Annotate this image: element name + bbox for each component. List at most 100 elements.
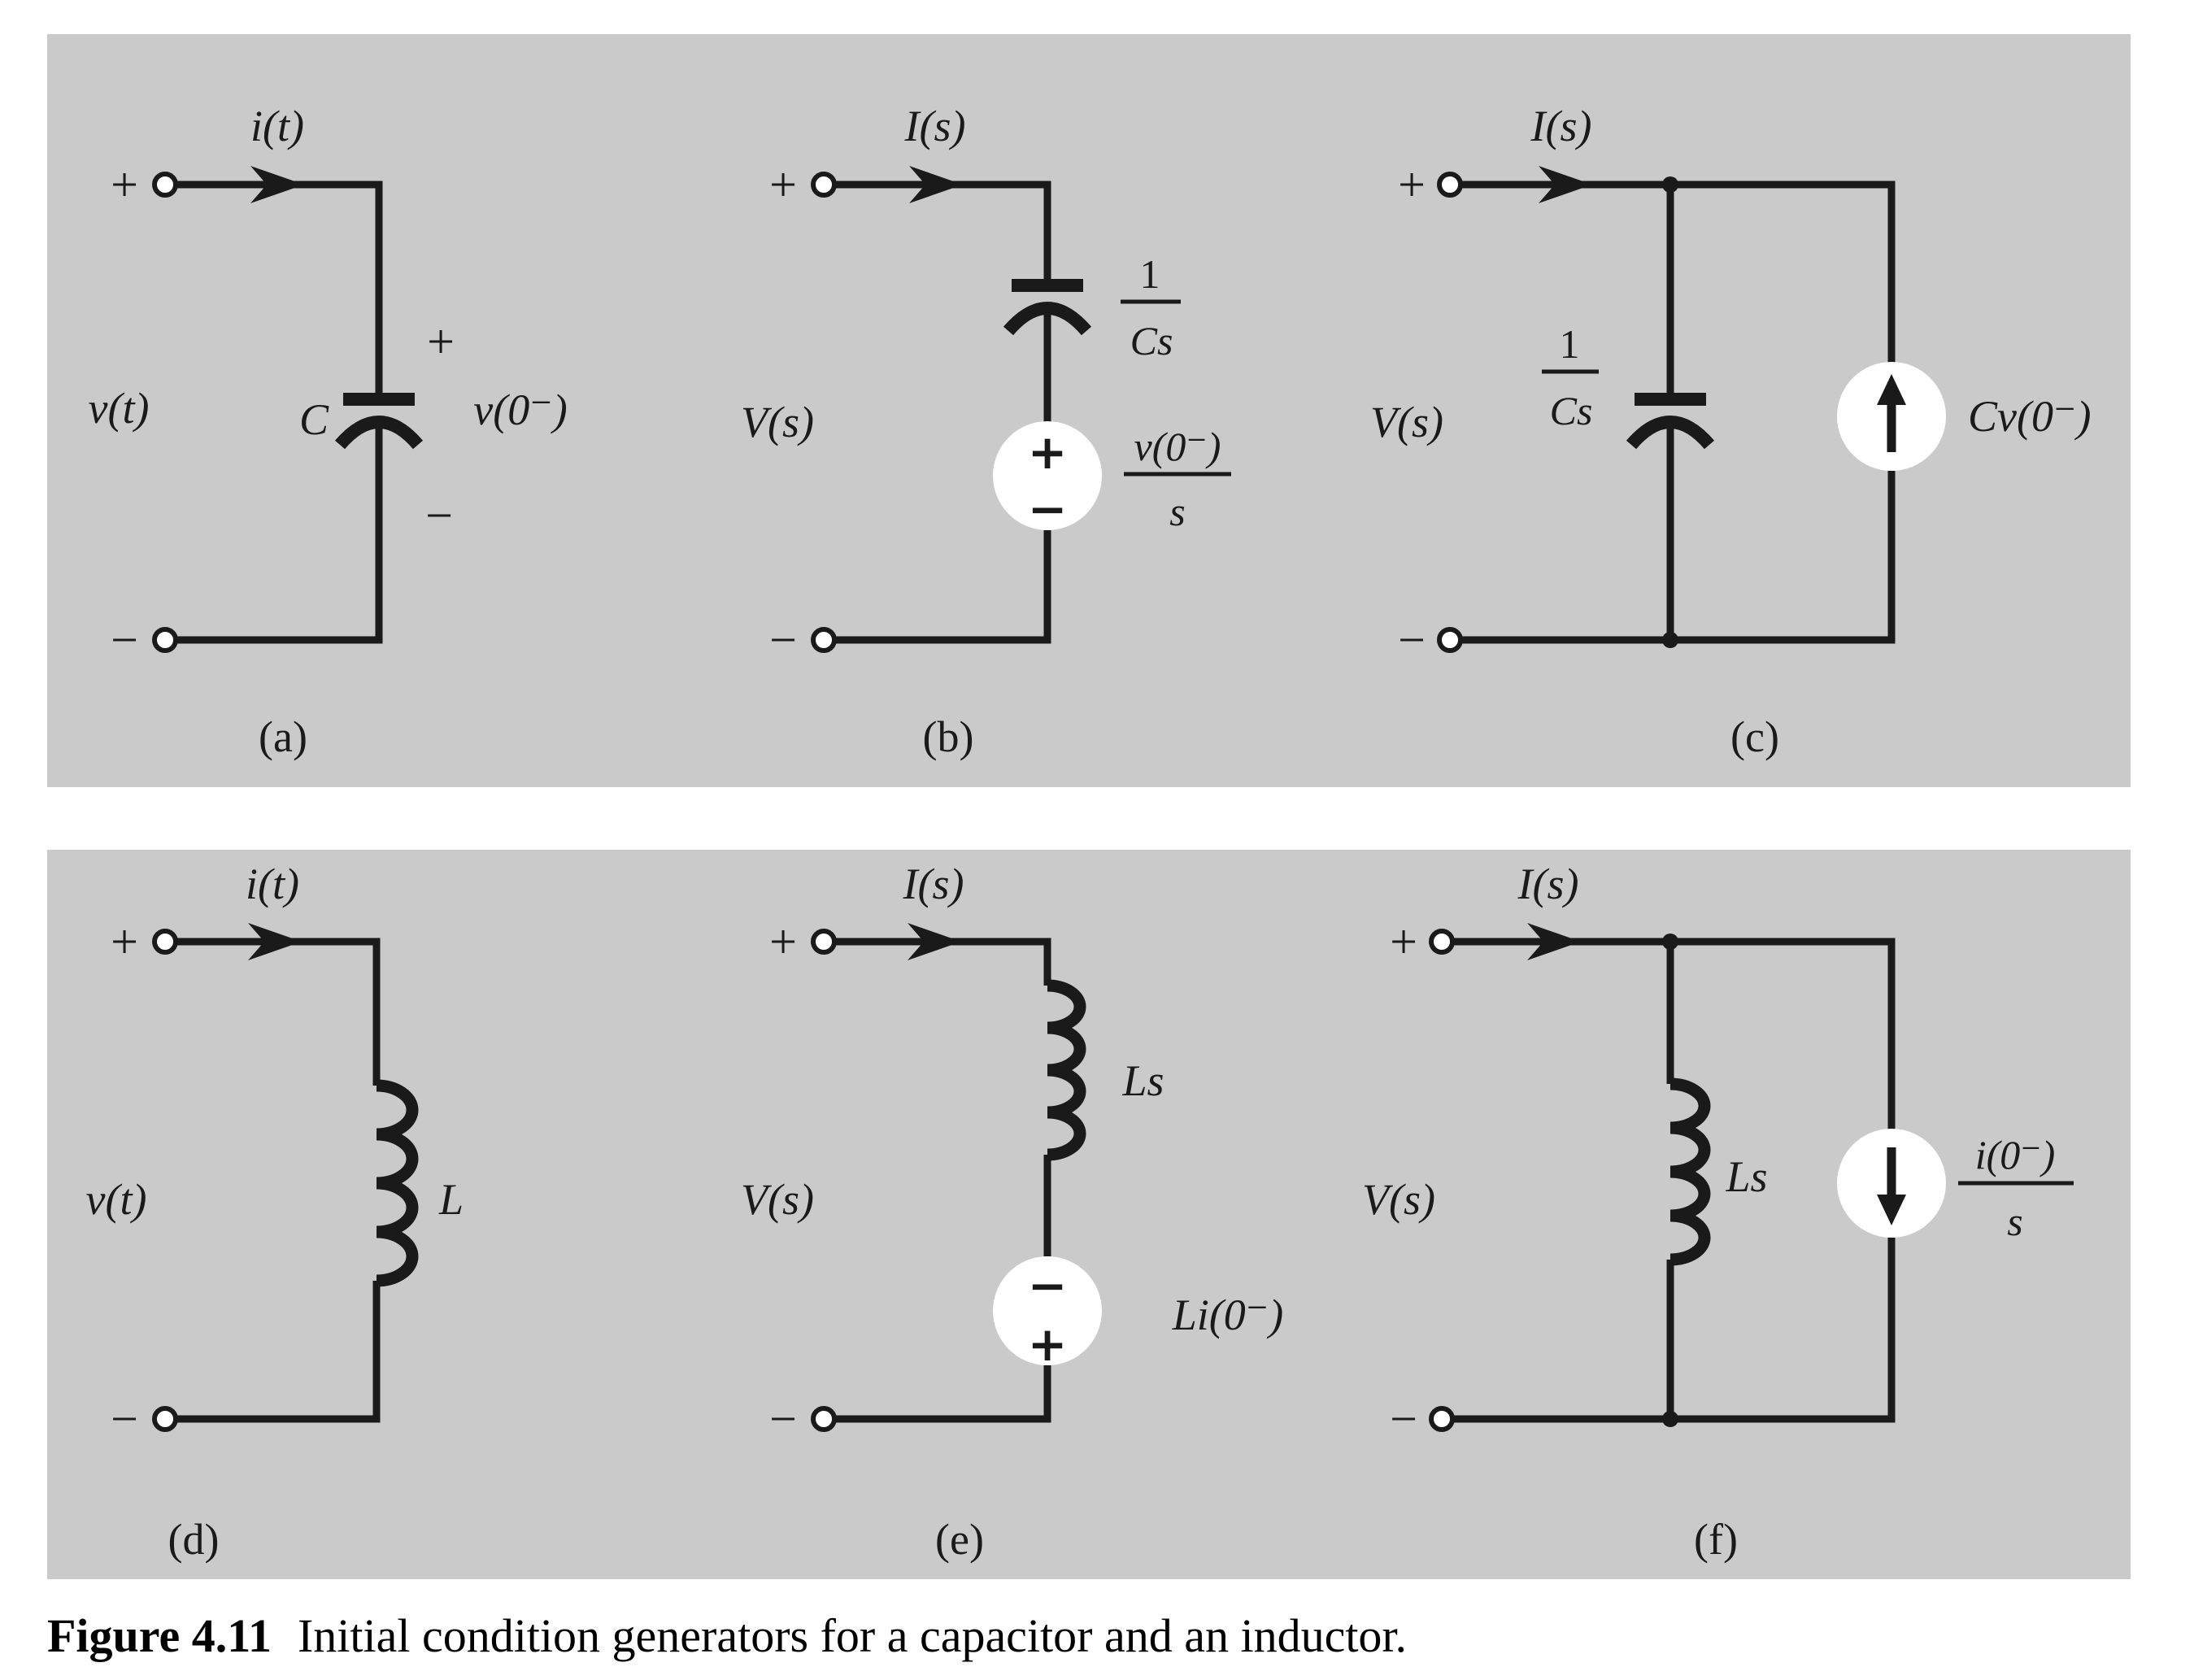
minus-sign: − — [1398, 613, 1426, 667]
current-arrow-icon — [250, 166, 304, 203]
terminal-icon — [811, 627, 837, 653]
circuit-e: − + I(s) + − V(s) Ls Li(0⁻) (e) — [741, 860, 1283, 1564]
current-label: I(s) — [903, 860, 964, 908]
subfigure-tag: (f) — [1694, 1515, 1738, 1564]
source-minus-sign: − — [1028, 1258, 1068, 1313]
current-source-arrow-icon — [1877, 374, 1906, 405]
terminal-icon — [152, 929, 178, 955]
component-label: C — [299, 395, 329, 444]
minus-sign: − — [769, 1392, 797, 1446]
inductor-panel-canvas: i(t) + − v(t) L (d) − + I(s) + − V(s) Ls… — [86, 860, 2074, 1564]
terminal-icon — [811, 1406, 837, 1432]
source-plus-sign: + — [1028, 1317, 1068, 1372]
voltage-label: v(t) — [89, 384, 150, 433]
voltage-label: V(s) — [741, 398, 814, 446]
current-label: i(t) — [246, 860, 299, 908]
terminal-icon — [1437, 627, 1463, 653]
component-label: Ls — [1121, 1056, 1164, 1105]
current-arrow-icon — [248, 923, 302, 960]
wire — [176, 181, 383, 394]
plus-sign: + — [769, 915, 797, 968]
wire — [1452, 938, 1896, 1129]
current-label: I(s) — [1517, 860, 1579, 908]
wire — [1452, 1238, 1896, 1423]
source-denominator: s — [2007, 1199, 2022, 1244]
current-label: I(s) — [904, 102, 966, 150]
current-source-arrow-icon — [1877, 1195, 1906, 1225]
voltage-source-icon — [993, 1256, 1102, 1365]
voltage-label: V(s) — [1370, 398, 1443, 446]
source-minus-sign: − — [1028, 481, 1068, 537]
junction-dot — [1662, 1411, 1678, 1427]
wire — [1460, 471, 1896, 644]
circuit-b: + − 1 Cs v(0⁻) s I(s) + − V(s) (b) — [741, 102, 1231, 761]
inductor-icon — [1669, 1077, 1711, 1266]
inductor-icon — [376, 1079, 419, 1287]
impedance-denominator: Cs — [1550, 388, 1593, 433]
wire — [176, 938, 381, 1086]
plus-sign: + — [111, 915, 138, 968]
subfigure-tag: (d) — [168, 1515, 220, 1564]
impedance-denominator: Cs — [1130, 318, 1173, 363]
voltage-source-icon — [993, 421, 1102, 530]
circuit-a: i(t) + − v(t) C + v(0⁻) − (a) — [89, 102, 568, 761]
inductor-icon — [1047, 979, 1086, 1161]
plus-sign: + — [1398, 158, 1426, 211]
current-arrow-icon — [1539, 166, 1592, 203]
component-label: Ls — [1725, 1152, 1767, 1201]
circuit-c: 1 Cs I(s) + − V(s) Cv(0⁻) (c) — [1370, 102, 2091, 761]
terminal-icon — [152, 1406, 178, 1432]
circuit-f: I(s) + − V(s) Ls i(0⁻) s (f) — [1362, 860, 2074, 1564]
minus-sign: − — [111, 613, 138, 667]
wire — [834, 938, 1051, 986]
wire — [176, 423, 383, 644]
capacitor-panel: i(t) + − v(t) C + v(0⁻) − (a) + − 1 Cs v… — [47, 34, 2131, 787]
capacitor-icon — [1003, 302, 1092, 336]
source-value-label: Li(0⁻) — [1172, 1290, 1284, 1339]
terminal-icon — [1429, 929, 1455, 955]
wire — [176, 1281, 381, 1423]
terminal-icon — [811, 172, 837, 198]
minus-sign: − — [1390, 1392, 1417, 1446]
terminal-icon — [1437, 172, 1463, 198]
subfigure-tag: (e) — [935, 1515, 984, 1564]
capacitor-icon — [1626, 416, 1715, 450]
voltage-label: v(t) — [86, 1175, 147, 1224]
impedance-numerator: 1 — [1560, 321, 1580, 367]
minus-sign: − — [111, 1392, 138, 1446]
minus-sign: − — [769, 613, 797, 667]
source-value-label: Cv(0⁻) — [1968, 392, 2091, 441]
terminal-icon — [1429, 1406, 1455, 1432]
impedance-numerator: 1 — [1140, 251, 1160, 297]
voltage-label: V(s) — [741, 1175, 814, 1224]
subfigure-tag: (c) — [1730, 712, 1779, 761]
terminal-icon — [152, 627, 178, 653]
subfigure-tag: (a) — [259, 712, 307, 761]
circuit-d: i(t) + − v(t) L (d) — [86, 860, 464, 1564]
current-arrow-icon — [908, 923, 961, 960]
terminal-icon — [811, 929, 837, 955]
wire — [834, 530, 1051, 644]
wire — [834, 181, 1051, 280]
current-arrow-icon — [909, 166, 963, 203]
current-label: i(t) — [250, 102, 304, 150]
source-numerator: i(0⁻) — [1975, 1132, 2056, 1177]
capacitor-icon — [334, 416, 424, 450]
init-minus-sign: − — [425, 489, 453, 542]
capacitor-panel-canvas: i(t) + − v(t) C + v(0⁻) − (a) + − 1 Cs v… — [89, 102, 2092, 761]
subfigure-tag: (b) — [923, 712, 974, 761]
current-label: I(s) — [1530, 102, 1592, 150]
wire — [834, 1365, 1051, 1423]
init-plus-sign: + — [427, 315, 455, 368]
wire — [1460, 181, 1896, 364]
plus-sign: + — [1390, 915, 1417, 968]
figure-caption-label: Figure 4.11 — [47, 1609, 272, 1662]
component-label: L — [438, 1175, 464, 1224]
inductor-panel: i(t) + − v(t) L (d) − + I(s) + − V(s) Ls… — [47, 850, 2131, 1579]
source-plus-sign: + — [1028, 424, 1068, 480]
junction-dot — [1662, 632, 1678, 648]
plus-sign: + — [769, 158, 797, 211]
voltage-label: V(s) — [1362, 1175, 1435, 1224]
terminal-icon — [152, 172, 178, 198]
